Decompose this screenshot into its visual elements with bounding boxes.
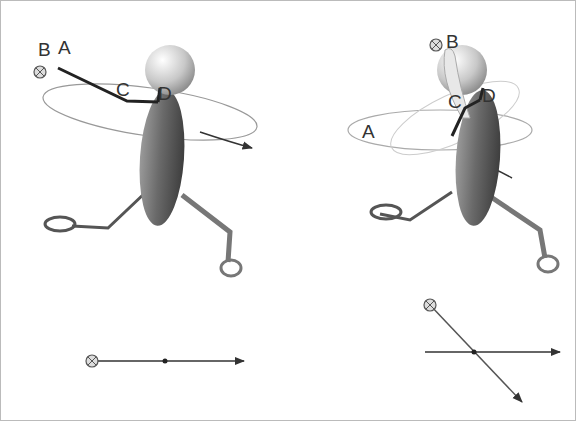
point-label: B [446, 32, 459, 51]
left-figure [34, 45, 260, 367]
ball-mark [432, 41, 440, 49]
ball-mark [88, 357, 96, 365]
front-foot [221, 260, 241, 276]
point-label: A [58, 38, 71, 57]
front-foot [538, 256, 558, 272]
hand-path [348, 110, 532, 150]
back-leg [72, 192, 146, 228]
point-label: C [448, 92, 462, 111]
reference-direction [425, 351, 560, 353]
point-label: B [38, 40, 51, 59]
ball [424, 299, 436, 311]
ball [430, 39, 442, 51]
release-direction [92, 360, 244, 362]
right-figure [348, 39, 560, 402]
ball-mark [36, 68, 44, 76]
release-point [163, 359, 168, 364]
ball [34, 66, 46, 78]
back-foot [45, 217, 75, 231]
front-leg [488, 195, 545, 258]
front-leg [182, 195, 230, 262]
ball [86, 355, 98, 367]
throwing-arm [58, 68, 158, 102]
point-label: A [362, 122, 375, 141]
torso [135, 89, 188, 228]
ball-mark [426, 301, 434, 309]
point-label: C [116, 80, 130, 99]
point-label: D [482, 86, 496, 105]
path-arrow [200, 132, 252, 148]
release-direction [430, 305, 522, 402]
back-foot [371, 205, 401, 219]
point-label: D [158, 84, 172, 103]
release-point [472, 350, 477, 355]
